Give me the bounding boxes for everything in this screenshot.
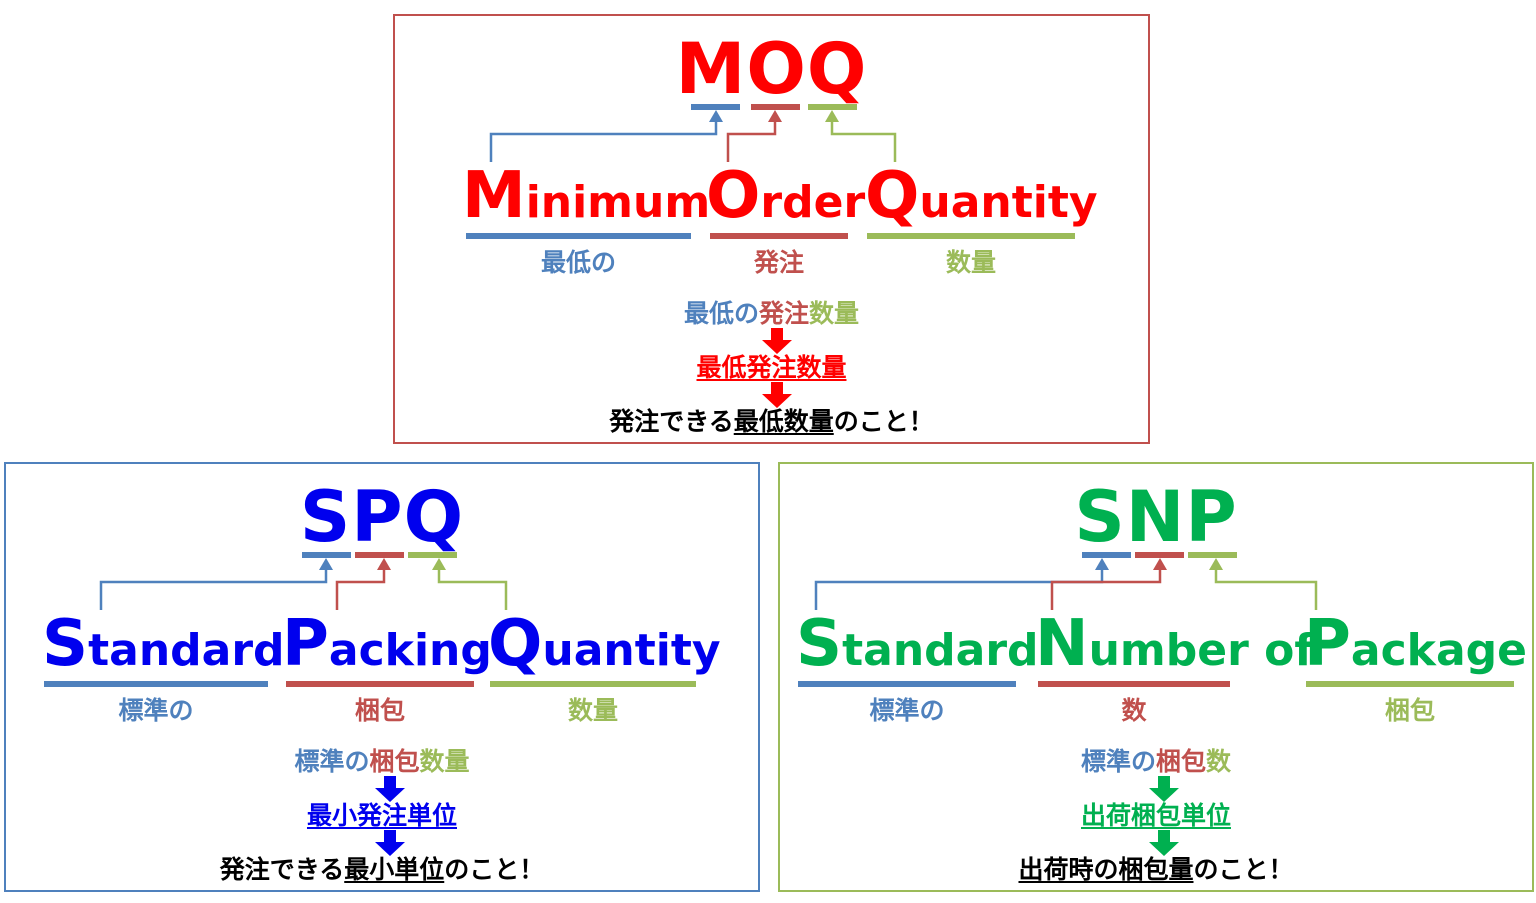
snp-line1-part1: 標準の — [1080, 747, 1156, 776]
spq-line3-pre: 発注できる — [219, 855, 345, 884]
moq-initial-q: Q — [865, 159, 920, 233]
spq-acronym: SPQ — [299, 476, 465, 558]
snp-arrowhead-n — [1153, 558, 1167, 570]
snp-line3-post: のこと！ — [1193, 855, 1294, 884]
spq-word-quantity: Quantity — [488, 612, 721, 676]
moq-line3: 発注できる最低数量のこと！ — [395, 408, 1148, 436]
moq-acronym: MOQ — [675, 28, 868, 110]
moq-meaning-minimum: 最低の — [540, 248, 616, 277]
spq-rest-packing: acking — [328, 625, 492, 676]
spq-arrowhead-s — [319, 558, 333, 570]
snp-initial-s: S — [796, 607, 843, 681]
spq-line1: 標準の梱包数量 — [6, 748, 758, 776]
spq-meaning-packing: 梱包 — [354, 696, 405, 725]
spq-connector-s — [99, 568, 328, 610]
spq-initial-s: S — [42, 607, 89, 681]
spq-line1-part1: 標準の — [294, 747, 370, 776]
spq-line1-part2: 梱包 — [369, 747, 420, 776]
spq-panel: SPQ Standard Packing Quantity 標準の 梱包 数量 … — [4, 462, 760, 892]
moq-line2-term: 最低発注数量 — [696, 353, 847, 382]
spq-connector-p — [335, 568, 386, 610]
spq-word-standard: Standard — [42, 612, 285, 676]
spq-arrowhead-p — [377, 558, 391, 570]
moq-line1-part2: 発注 — [758, 299, 809, 328]
spq-line3: 発注できる最小単位のこと！ — [6, 856, 758, 884]
moq-rest-order: rder — [760, 177, 866, 228]
moq-down-arrow-1 — [762, 328, 792, 354]
spq-line2-term: 最小発注単位 — [306, 801, 457, 830]
snp-acronym: SNP — [1074, 476, 1238, 558]
moq-meaning-order: 発注 — [753, 248, 804, 277]
moq-rest-quantity: uantity — [919, 177, 1098, 228]
spq-down-arrow-1 — [375, 776, 405, 802]
spq-down-arrow-2 — [375, 830, 405, 856]
spq-initial-q: Q — [488, 607, 543, 681]
spq-initial-p: P — [282, 607, 329, 681]
spq-meaning-quantity: 数量 — [567, 696, 618, 725]
snp-line1-part2: 梱包 — [1155, 747, 1206, 776]
snp-arrowhead-p — [1209, 558, 1223, 570]
moq-arrowhead-o — [768, 110, 782, 122]
moq-panel: MOQ Minimum Order Quantity 最低の 発注 数量 最低の… — [393, 14, 1150, 444]
snp-line2-term: 出荷梱包単位 — [1080, 801, 1231, 830]
snp-word-number-of: Number of — [1035, 612, 1313, 676]
spq-rest-quantity: uantity — [542, 625, 721, 676]
moq-arrowhead-q — [825, 110, 839, 122]
moq-line1: 最低の発注数量 — [395, 300, 1148, 328]
spq-meaning-standard: 標準の — [118, 696, 194, 725]
snp-word-standard: Standard — [796, 612, 1039, 676]
snp-line3-em: 出荷時の梱包量 — [1018, 855, 1194, 884]
snp-meaning-package: 梱包 — [1384, 696, 1435, 725]
snp-down-arrow-2 — [1149, 830, 1179, 856]
spq-connector-q — [437, 568, 508, 610]
snp-rest-package: ackage — [1350, 625, 1527, 676]
moq-line1-part1: 最低の — [683, 299, 759, 328]
moq-initial-m: M — [462, 159, 526, 233]
snp-connector-lines — [798, 552, 1514, 687]
moq-line3-em: 最低数量 — [733, 407, 834, 436]
spq-rest-standard: tandard — [88, 625, 285, 676]
snp-connector-s — [814, 568, 1104, 610]
moq-line3-post: のこと！ — [833, 407, 934, 436]
spq-word-packing: Packing — [282, 612, 492, 676]
moq-word-order: Order — [706, 164, 865, 228]
snp-line2: 出荷梱包単位 — [780, 802, 1532, 830]
moq-meaning-quantity: 数量 — [945, 248, 996, 277]
moq-line1-part3: 数量 — [809, 299, 860, 328]
snp-arrowhead-s — [1095, 558, 1109, 570]
snp-meaning-standard: 標準の — [869, 696, 945, 725]
snp-initial-p: P — [1304, 607, 1351, 681]
snp-word-package: Package — [1304, 612, 1527, 676]
spq-line2: 最小発注単位 — [6, 802, 758, 830]
moq-connector-m — [489, 120, 718, 162]
spq-arrowhead-q — [432, 558, 446, 570]
moq-line2: 最低発注数量 — [395, 354, 1148, 382]
moq-down-arrow-2 — [762, 382, 792, 408]
moq-arrowhead-m — [709, 110, 723, 122]
snp-meaning-number: 数 — [1121, 696, 1147, 725]
snp-connector-n — [1050, 568, 1162, 610]
snp-line1: 標準の梱包数 — [780, 748, 1532, 776]
spq-line1-part3: 数量 — [419, 747, 470, 776]
moq-connector-lines — [466, 104, 1075, 239]
snp-rest-number-of: umber of — [1088, 625, 1314, 676]
snp-initial-n: N — [1035, 607, 1089, 681]
snp-down-arrow-1 — [1149, 776, 1179, 802]
snp-rest-standard: tandard — [842, 625, 1039, 676]
moq-initial-o: O — [706, 159, 761, 233]
snp-connector-p — [1214, 568, 1318, 610]
snp-line3: 出荷時の梱包量のこと！ — [780, 856, 1532, 884]
moq-word-quantity: Quantity — [865, 164, 1098, 228]
snp-panel: SNP Standard Number of Package 標準の 数 梱包 … — [778, 462, 1534, 892]
moq-connector-q — [830, 120, 897, 162]
moq-connector-o — [726, 120, 777, 162]
spq-line3-em: 最小単位 — [344, 855, 445, 884]
spq-line3-post: のこと！ — [444, 855, 545, 884]
snp-line1-part3: 数 — [1206, 747, 1232, 776]
moq-rest-minimum: inimum — [525, 177, 711, 228]
moq-line3-pre: 発注できる — [609, 407, 734, 436]
spq-connector-lines — [44, 552, 696, 687]
moq-word-minimum: Minimum — [462, 164, 710, 228]
